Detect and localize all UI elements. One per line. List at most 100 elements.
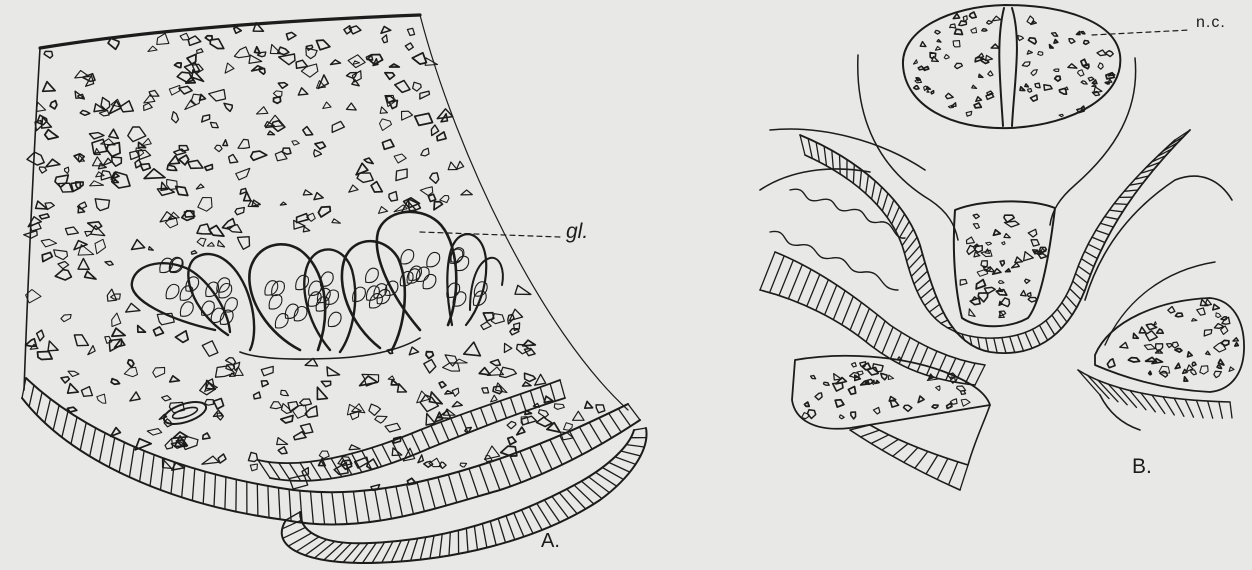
cord-cell: [1054, 69, 1059, 72]
tissue-cell: [282, 148, 291, 154]
block-cell: [1133, 333, 1138, 338]
block-cell: [1149, 371, 1152, 374]
u-fold-hatch: [1219, 402, 1223, 419]
tissue-cell: [303, 227, 310, 232]
tissue-cell: [97, 394, 106, 403]
block-cell: [904, 405, 912, 411]
tissue-cell: [391, 380, 398, 385]
tissue-cell: [452, 402, 462, 407]
block-cell: [848, 387, 855, 395]
tissue-cell: [85, 232, 91, 237]
epithelium-hatch: [268, 462, 280, 480]
cord-cell: [1020, 87, 1025, 91]
epithelium-hatch: [609, 462, 630, 472]
u-fold-hatch: [1057, 309, 1067, 322]
epithelium-hatch: [506, 516, 515, 540]
wedge-cell: [986, 242, 992, 245]
tissue-cell: [65, 167, 69, 174]
tissue-cell: [128, 127, 146, 142]
cord-cell: [918, 66, 924, 70]
wedge-cell: [960, 280, 967, 286]
gland-cell: [296, 275, 309, 289]
tissue-cell: [75, 71, 90, 78]
tissue-cell: [252, 66, 264, 71]
tissue-cell: [136, 148, 144, 156]
tissue-cell: [394, 154, 406, 163]
tissue-cell: [244, 192, 251, 201]
tissue-cell: [144, 169, 165, 179]
cord-cell: [944, 55, 949, 59]
tissue-cell: [144, 103, 153, 110]
epithelium-hatch: [412, 434, 421, 453]
tissue-cell: [65, 227, 78, 235]
tissue-cell: [132, 240, 145, 250]
tissue-cell: [224, 103, 232, 111]
tissue-cell: [229, 154, 238, 163]
epithelium-hatch: [53, 405, 59, 430]
tissue-cell: [169, 85, 180, 95]
tissue-cell: [279, 54, 295, 65]
cord-cell: [988, 71, 993, 76]
epithelium-hatch: [602, 468, 623, 480]
tissue-cell: [39, 214, 49, 219]
nc-label: n.c.: [1196, 14, 1226, 32]
u-fold-hatch: [1092, 237, 1105, 242]
left-outer-fold: [760, 129, 925, 190]
tissue-cell: [314, 150, 322, 157]
left-tissue-lower-band: [850, 405, 990, 490]
cord-cell: [1081, 32, 1085, 34]
epithelium-hatch: [225, 477, 226, 509]
u-fold-hatch: [871, 435, 889, 444]
epithelium-hatch: [441, 422, 449, 441]
gland-cell: [294, 307, 307, 321]
epithelium-hatch: [479, 466, 489, 494]
block-cell: [1205, 299, 1212, 306]
tissue-cell: [174, 149, 186, 155]
epithelium-hatch: [268, 486, 269, 518]
gland-lobe: [132, 263, 230, 332]
tissue-cell: [48, 341, 58, 351]
epithelium-hatch: [71, 417, 77, 444]
wedge-cell: [1015, 257, 1023, 263]
tissue-cell: [515, 285, 531, 294]
u-fold-hatch: [1096, 230, 1109, 235]
tissue-cell: [157, 33, 169, 44]
block-cell: [1213, 304, 1220, 310]
block-cell: [815, 393, 822, 400]
u-fold-hatch: [925, 296, 937, 305]
cord-cell: [1059, 114, 1063, 116]
tissue-cell: [95, 199, 109, 211]
epithelium-hatch: [334, 543, 352, 561]
cord-cell: [953, 41, 960, 47]
epithelium-outer-line: [22, 398, 640, 525]
tissue-cell: [371, 182, 382, 192]
panel-a-right-edge: [420, 15, 628, 410]
cord-cell: [1084, 41, 1089, 45]
tissue-cell: [407, 478, 416, 485]
block-cell: [824, 382, 830, 385]
block-cell: [1191, 370, 1197, 375]
u-fold-hatch: [917, 347, 928, 372]
u-fold-hatch: [936, 355, 946, 378]
block-cell: [1200, 366, 1208, 374]
block-cell: [1204, 330, 1212, 336]
tissue-cell: [172, 112, 179, 123]
epithelium-hatch: [574, 485, 594, 504]
block-cell: [1146, 331, 1158, 341]
tissue-cell: [218, 454, 226, 463]
block-cell: [932, 405, 938, 409]
tissue-cell: [252, 200, 260, 206]
epithelium-hatch: [283, 527, 306, 538]
wedge-cell: [1031, 240, 1039, 246]
epithelium-hatch: [599, 418, 612, 438]
cord-cell: [931, 91, 934, 94]
cord-cell: [1028, 89, 1032, 93]
cord-cell: [1027, 16, 1034, 24]
tissue-cell: [68, 371, 79, 376]
tissue-cell: [585, 401, 593, 408]
epithelium-hatch: [353, 543, 368, 563]
tissue-cell: [296, 60, 307, 68]
tissue-cell: [521, 416, 536, 425]
u-fold-hatch: [1196, 400, 1203, 418]
